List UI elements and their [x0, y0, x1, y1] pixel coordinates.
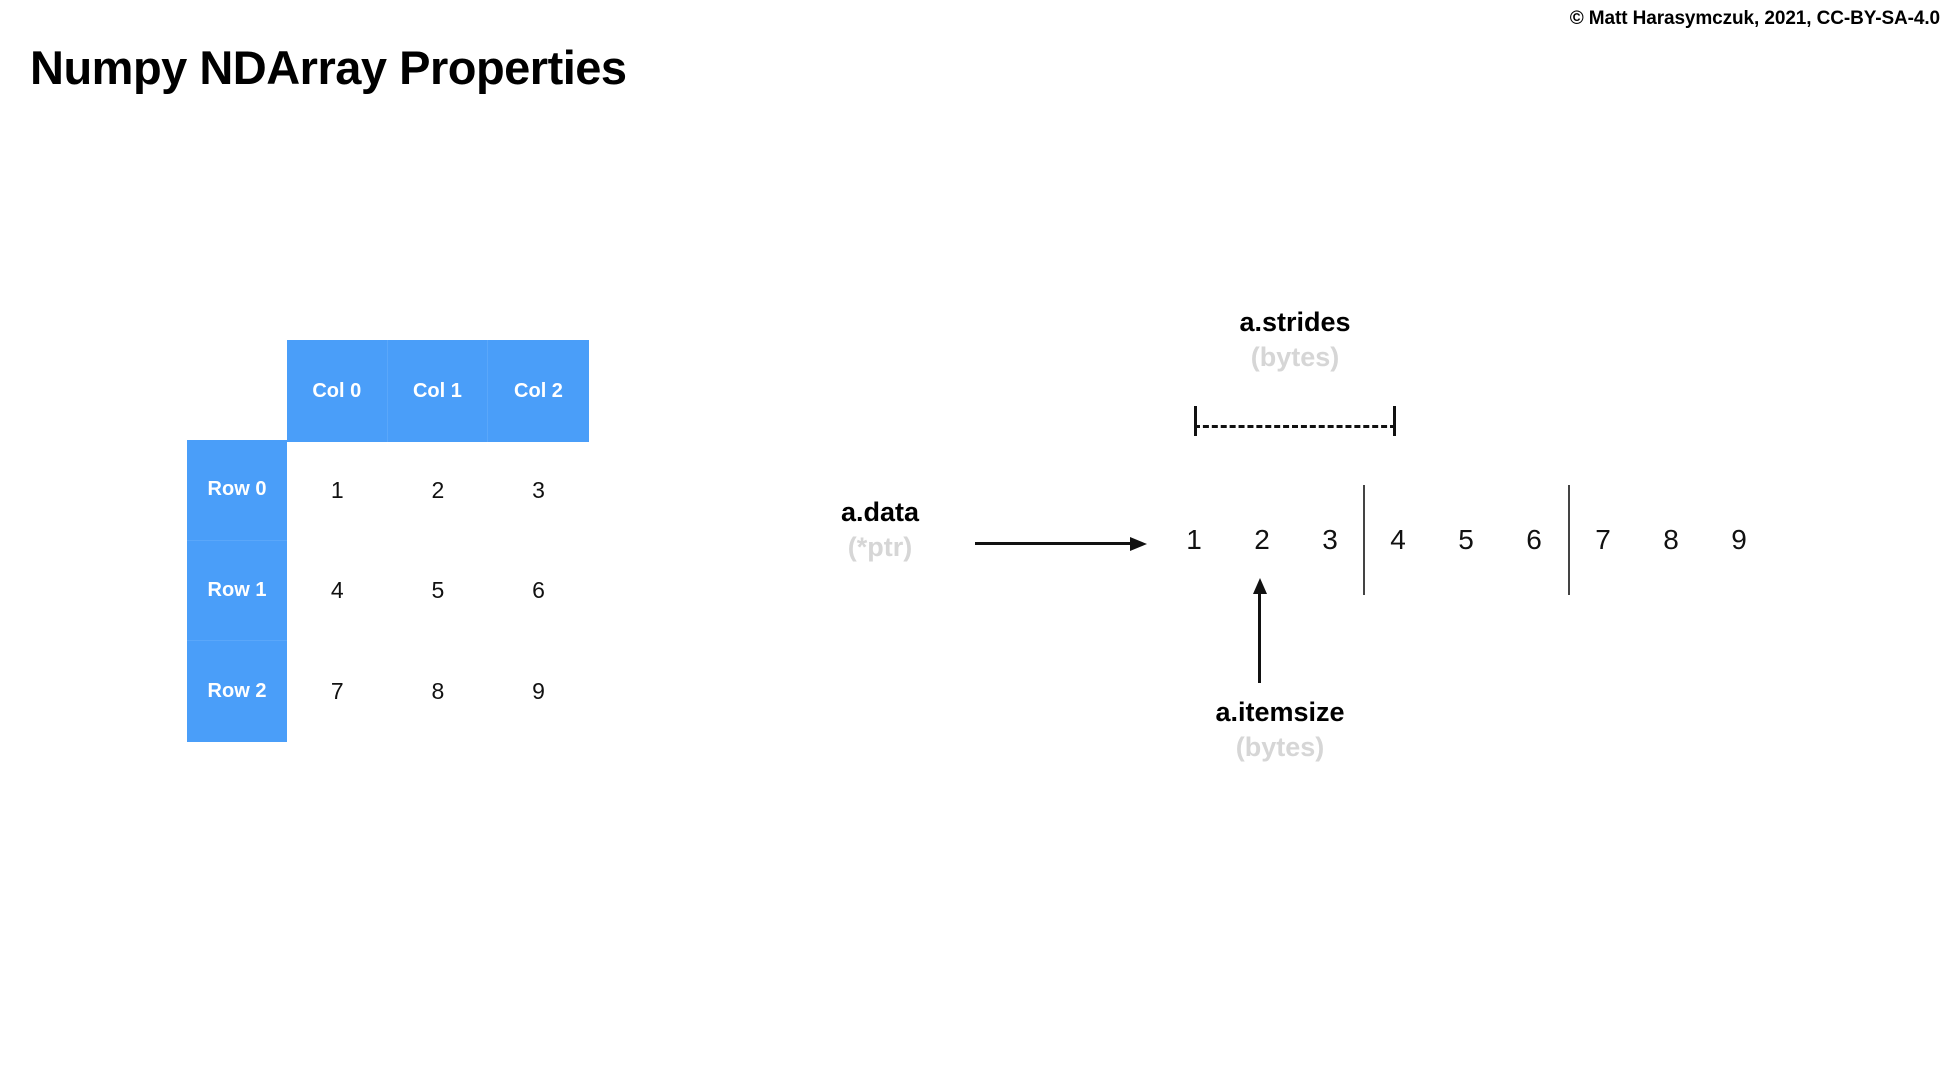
memory-cell: 2 — [1254, 524, 1270, 555]
data-arrow-head — [1130, 537, 1147, 551]
data-property-name: a.data — [840, 497, 920, 527]
memory-cell: 4 — [1390, 524, 1406, 555]
row-header-row-2: Row 2 — [187, 641, 287, 742]
column-header-col-1: Col 1 — [387, 340, 489, 442]
memory-cell: 9 — [1731, 524, 1747, 555]
itemsize-arrow-shaft — [1258, 586, 1261, 683]
itemsize-property-name: a.itemsize — [1215, 697, 1345, 727]
itemsize-annotation: a.itemsize (bytes) — [1130, 695, 1430, 764]
page-title: Numpy NDArray Properties — [30, 41, 627, 94]
matrix-cell: 3 — [532, 476, 545, 503]
data-pointer-arrow-icon — [975, 537, 1147, 551]
strides-property-name: a.strides — [1239, 307, 1351, 337]
data-annotation: a.data (*ptr) — [780, 495, 980, 564]
matrix-table: Col 0 Col 1 Col 2 Row 0 Row 1 Row 2 1 2 … — [187, 340, 589, 742]
memory-cell: 7 — [1595, 524, 1611, 555]
data-property-unit: (*ptr) — [847, 531, 913, 562]
flat-memory-strip: 1 2 3 4 5 6 7 8 9 — [1160, 485, 1790, 595]
memory-row-separator — [1568, 485, 1570, 595]
matrix-cell: 2 — [431, 476, 445, 503]
matrix-cell-grid: 1 2 3 4 5 6 7 8 9 — [287, 440, 589, 742]
matrix-cell: 5 — [431, 577, 445, 604]
itemsize-property-unit: (bytes) — [1235, 731, 1325, 762]
strides-span-bracket-icon — [1194, 404, 1396, 436]
column-header-row: Col 0 Col 1 Col 2 — [287, 340, 589, 442]
matrix-cell: 6 — [532, 577, 545, 604]
strides-bracket-dashed-line — [1194, 425, 1396, 428]
memory-cell: 6 — [1526, 524, 1542, 555]
memory-cell: 8 — [1663, 524, 1679, 555]
strides-bracket-left-tick — [1194, 406, 1197, 436]
copyright-notice: © Matt Harasymczuk, 2021, CC-BY-SA-4.0 — [1569, 8, 1940, 29]
strides-annotation: a.strides (bytes) — [1195, 305, 1395, 374]
column-header-col-2: Col 2 — [488, 340, 589, 442]
strides-property-unit: (bytes) — [1250, 341, 1340, 372]
matrix-cell: 8 — [431, 677, 445, 704]
data-arrow-shaft — [975, 542, 1133, 545]
memory-cell: 3 — [1322, 524, 1338, 555]
matrix-cell: 7 — [330, 677, 344, 704]
row-header-column: Row 0 Row 1 Row 2 — [187, 440, 287, 742]
memory-cell: 5 — [1458, 524, 1474, 555]
memory-row-separator — [1363, 485, 1365, 595]
matrix-cell: 4 — [330, 577, 344, 604]
memory-cell: 1 — [1186, 524, 1202, 555]
column-header-col-0: Col 0 — [287, 340, 388, 442]
itemsize-measure-arrow-icon — [1253, 578, 1267, 683]
matrix-cell: 9 — [532, 677, 545, 704]
row-header-row-0: Row 0 — [187, 440, 287, 541]
strides-bracket-right-tick — [1393, 406, 1396, 436]
matrix-cell: 1 — [330, 476, 344, 503]
row-header-row-1: Row 1 — [187, 540, 287, 642]
